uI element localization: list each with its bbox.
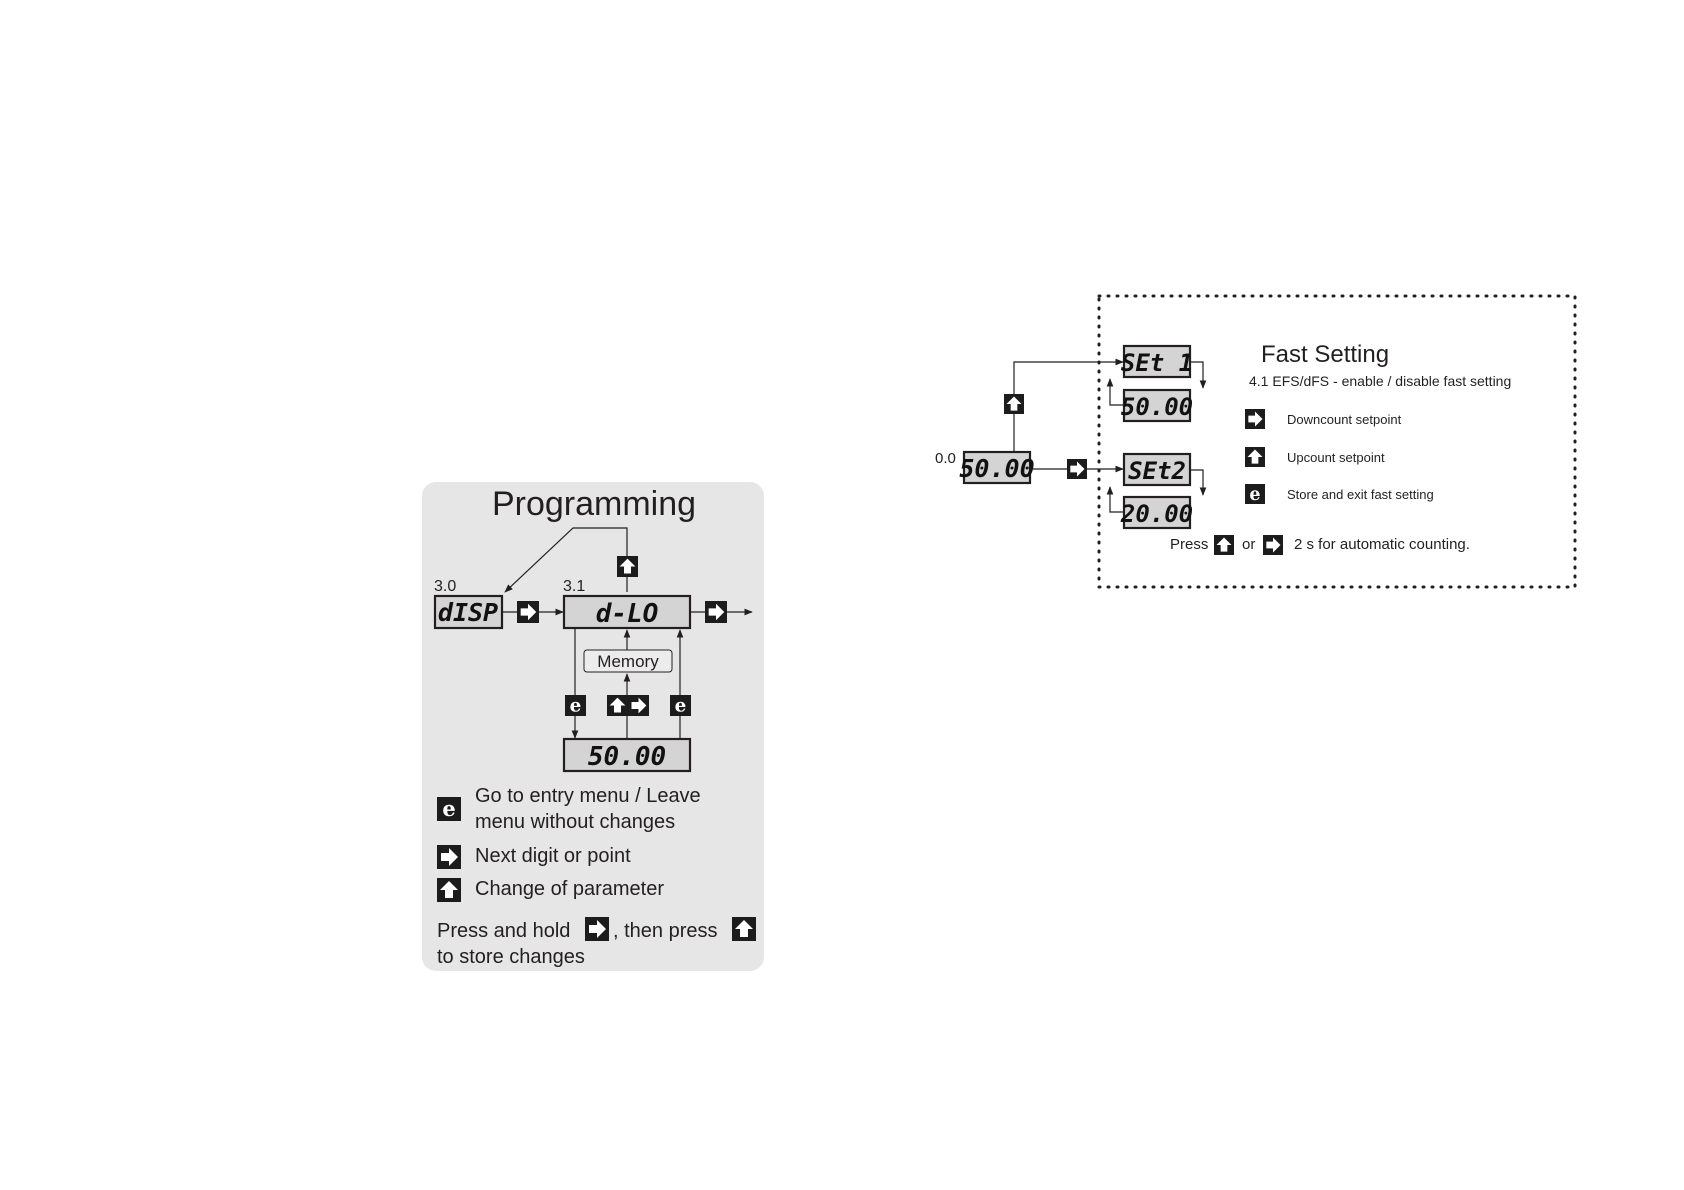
right-arrow-key-icon bbox=[1263, 535, 1283, 555]
display-set2-value bbox=[1122, 495, 1192, 530]
up-arrow-key-icon[interactable] bbox=[607, 695, 628, 716]
up-arrow-key-icon bbox=[1245, 447, 1265, 467]
legend-next-digit: Next digit or point bbox=[475, 845, 631, 867]
dotted-frame bbox=[1097, 294, 1577, 589]
display-set1-value-text: 50.00 bbox=[1121, 393, 1193, 421]
enter-key-icon bbox=[1245, 484, 1265, 504]
legend-store-text-b: , then press bbox=[613, 920, 718, 942]
legend-enter-line1: Go to entry menu / Leave bbox=[475, 785, 701, 807]
footer-or: or bbox=[1242, 536, 1255, 553]
memory-label: Memory bbox=[597, 652, 659, 671]
legend-enter-line2: menu without changes bbox=[475, 811, 675, 833]
footer-press: Press bbox=[1170, 536, 1208, 553]
enter-key-icon[interactable] bbox=[565, 695, 586, 717]
display-set1 bbox=[1122, 344, 1192, 379]
legend-store-text-a: Press and hold bbox=[437, 920, 570, 942]
fast-setting-panel: 0.0 50.00 SEt 1 50.00 SEt2 20.00 Fast Se… bbox=[935, 294, 1577, 589]
legend-upcount: Upcount setpoint bbox=[1287, 450, 1385, 465]
display-set1-text: SEt 1 bbox=[1121, 349, 1193, 377]
display-set2-text: SEt2 bbox=[1128, 457, 1186, 485]
arrow-set2-up bbox=[1106, 486, 1124, 513]
up-arrow-key-icon[interactable] bbox=[1004, 394, 1024, 414]
fast-setting-subtitle: 4.1 EFS/dFS - enable / disable fast sett… bbox=[1249, 373, 1511, 389]
display-start-text: 50.00 bbox=[959, 454, 1034, 483]
legend-change-param: Change of parameter bbox=[475, 878, 664, 900]
right-arrow-key-icon bbox=[1245, 409, 1265, 429]
legend-store-exit: Store and exit fast setting bbox=[1287, 487, 1434, 502]
display-dlo bbox=[562, 594, 692, 630]
display-dlo-text: d-LO bbox=[596, 599, 659, 629]
arrow-set1-down bbox=[1190, 361, 1207, 389]
display-disp-text: dISP bbox=[438, 598, 498, 627]
arrow-set2-down bbox=[1190, 469, 1207, 496]
display-set1-value bbox=[1122, 388, 1192, 423]
right-arrow-key-icon[interactable] bbox=[628, 695, 649, 716]
right-arrow-key-icon bbox=[585, 917, 609, 941]
enter-key-icon bbox=[437, 797, 461, 821]
legend-store-line2: to store changes bbox=[437, 946, 585, 968]
right-arrow-key-icon[interactable] bbox=[517, 601, 539, 623]
start-label: 0.0 bbox=[935, 450, 956, 467]
display-start bbox=[962, 450, 1032, 485]
legend-downcount: Downcount setpoint bbox=[1287, 412, 1402, 427]
display-set2-value-text: 20.00 bbox=[1120, 500, 1193, 528]
right-arrow-key-icon[interactable] bbox=[1067, 459, 1087, 479]
menu-number-3-0: 3.0 bbox=[434, 578, 456, 595]
programming-title: Programming bbox=[492, 485, 696, 523]
menu-number-3-1: 3.1 bbox=[563, 578, 585, 595]
enter-key-icon[interactable] bbox=[670, 695, 691, 717]
up-arrow-key-icon[interactable] bbox=[617, 556, 638, 577]
right-arrow-key-icon bbox=[437, 845, 461, 869]
display-value bbox=[562, 737, 692, 773]
arrow-set1-up bbox=[1106, 378, 1124, 406]
fast-setting-title: Fast Setting bbox=[1261, 341, 1389, 368]
footer-tail: 2 s for automatic counting. bbox=[1294, 536, 1470, 553]
up-arrow-key-icon bbox=[437, 878, 461, 902]
display-value-text: 50.00 bbox=[588, 742, 666, 772]
up-arrow-key-icon bbox=[732, 917, 756, 941]
programming-panel: Programming 3.0 3.1 dISP d-LO Memory bbox=[422, 482, 764, 971]
right-arrow-key-icon[interactable] bbox=[705, 601, 727, 623]
memory-box bbox=[583, 649, 673, 673]
up-arrow-key-icon bbox=[1214, 535, 1234, 555]
arrow-to-set1 bbox=[1013, 358, 1124, 452]
